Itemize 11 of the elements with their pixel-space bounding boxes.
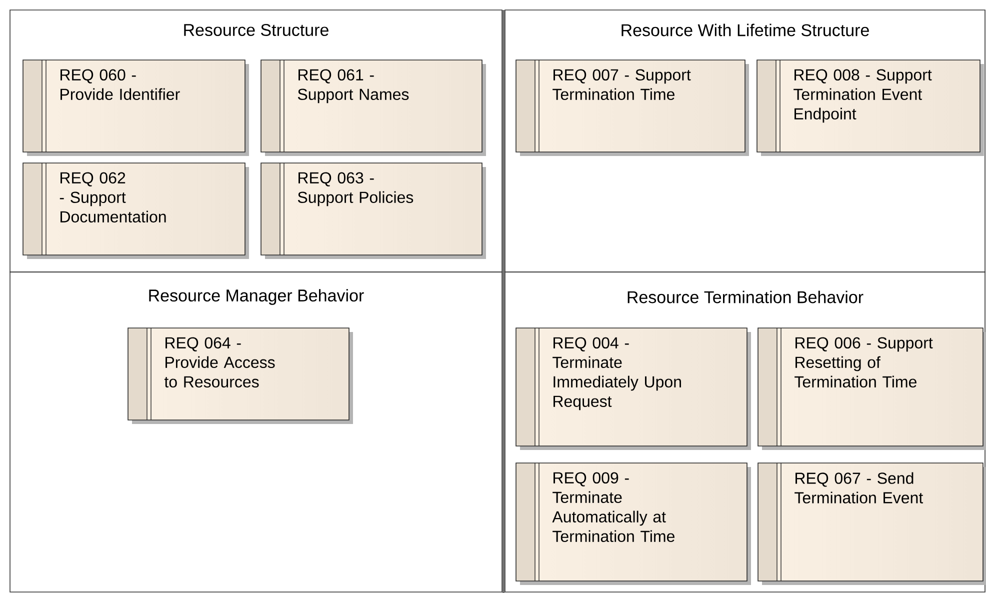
requirement-box: REQ 009 - Terminate Automatically at Termination Time — [516, 462, 751, 585]
requirement-box: REQ 061 - Support Names — [260, 60, 486, 156]
requirement-box: REQ 007 - Support Termination Time — [516, 60, 749, 156]
requirement-box: REQ 063 - Support Policies — [260, 162, 486, 259]
requirement-box: REQ 060 - Provide Identifier — [22, 60, 249, 156]
requirement-box: REQ 062 - Support Documentation — [22, 162, 249, 259]
requirement-box: REQ 067 - Send Termination Event — [758, 462, 986, 585]
requirement-box: REQ 064 - Provide Access to Resources — [128, 328, 353, 424]
requirement-box: REQ 004 - Terminate Immediately Upon Request — [516, 328, 751, 450]
requirement-box: REQ 006 - Support Resetting of Termination Time — [758, 328, 986, 450]
requirement-box: REQ 008 - Support Termination Event Endpoint — [756, 60, 984, 156]
